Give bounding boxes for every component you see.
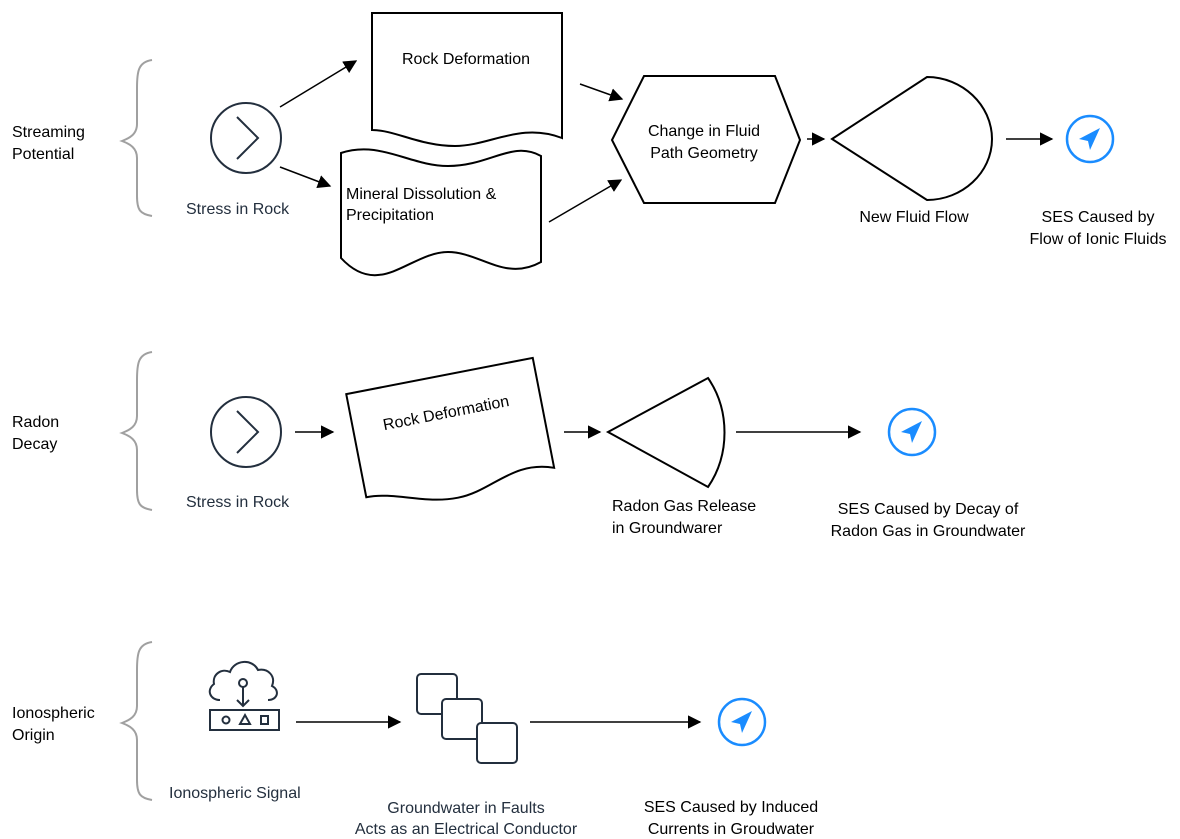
arrow: [548, 179, 623, 223]
node-label-fluid-path-line2: Path Geometry: [650, 145, 758, 162]
navigation-arrow-icon: [1065, 114, 1115, 164]
node-label-ses-line2: Currents in Groudwater: [648, 821, 815, 838]
node-label-stress: Stress in Rock: [186, 201, 290, 218]
section-label-line2: Origin: [12, 727, 55, 744]
node-label-groundwater-line2: Acts as an Electrical Conductor: [355, 821, 578, 838]
stacked-windows-icon: [416, 673, 518, 764]
node-label-ses-line1: SES Caused by: [1042, 209, 1155, 226]
document-shape: [345, 356, 556, 501]
node-label-fluid-path-line1: Change in Fluid: [648, 123, 760, 140]
tape-shape: [340, 148, 542, 277]
node-label-new-flow: New Fluid Flow: [859, 209, 969, 226]
section-radon-decay: Radon Decay Stress in Rock Rock Deformat…: [12, 351, 1026, 540]
section-streaming-potential: Streaming Potential Stress in Rock Rock …: [12, 12, 1167, 277]
section-brace: [119, 351, 153, 511]
section-label-line1: Ionospheric: [12, 705, 95, 722]
hexagon-shape: [610, 75, 802, 204]
section-brace: [119, 641, 153, 801]
navigation-arrow-icon: [717, 697, 767, 747]
document-shape: [371, 12, 563, 148]
node-label-ses-line2: Flow of Ionic Fluids: [1030, 231, 1167, 248]
section-label-line2: Potential: [12, 146, 74, 163]
arrow: [279, 166, 332, 188]
chevron-circle-icon: [210, 102, 282, 174]
section-brace: [119, 59, 153, 217]
node-label-ses-line2: Radon Gas in Groundwater: [831, 523, 1026, 540]
node-label-mineral-line2: Precipitation: [346, 207, 434, 224]
node-label-radon-line2: in Groundwarer: [612, 520, 723, 537]
node-label-rock-deformation: Rock Deformation: [402, 51, 530, 68]
section-ionospheric-origin: Ionospheric Origin Ionospheric Signal Gr…: [12, 641, 818, 838]
node-label-signal: Ionospheric Signal: [169, 785, 301, 802]
node-label-ses-line1: SES Caused by Decay of: [838, 501, 1019, 518]
arrow: [579, 83, 624, 102]
node-label-mineral-line1: Mineral Dissolution &: [346, 186, 497, 203]
section-label-line2: Decay: [12, 436, 57, 453]
cloud-download-device-icon: [208, 661, 280, 731]
arrow: [279, 60, 358, 108]
node-label-groundwater-line1: Groundwater in Faults: [387, 800, 544, 817]
node-label-ses-line1: SES Caused by Induced: [644, 799, 818, 816]
section-label-line1: Streaming: [12, 124, 85, 141]
section-label-line1: Radon: [12, 414, 59, 431]
radon-triangle-shape: [605, 376, 726, 489]
node-label-stress: Stress in Rock: [186, 494, 290, 511]
navigation-arrow-icon: [887, 407, 937, 457]
node-label-radon-line1: Radon Gas Release: [612, 498, 756, 515]
chevron-circle-icon: [210, 396, 282, 468]
teardrop-shape: [830, 75, 994, 202]
